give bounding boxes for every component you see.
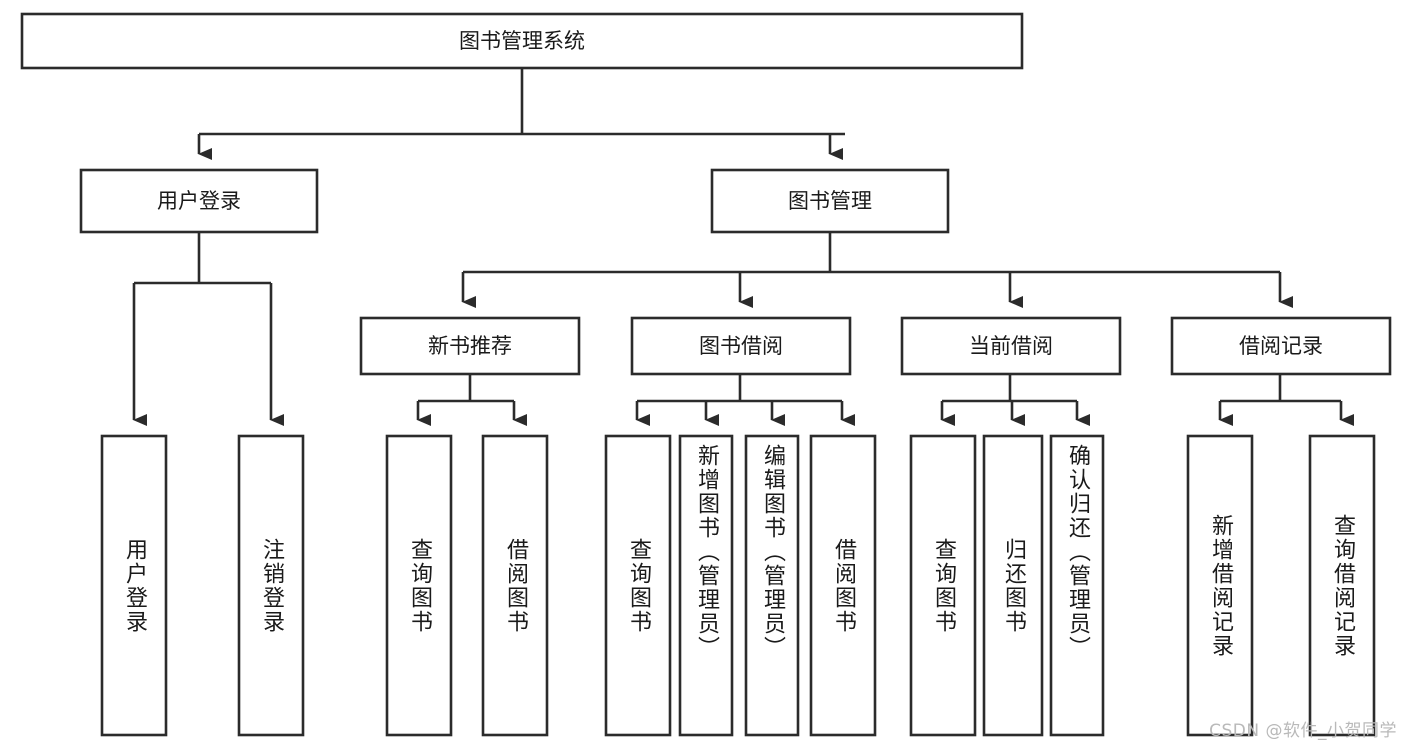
node-new-book-recommend[interactable]: 新书推荐 [359, 316, 581, 376]
node-book-borrow[interactable]: 图书借阅 [630, 316, 852, 376]
leaf-box-query-book-1[interactable] [385, 434, 453, 737]
leaf-box-add-book[interactable] [678, 434, 734, 737]
connector-userlogin-to-leaves [132, 232, 284, 426]
leaf-box-borrow-book-2[interactable] [809, 434, 877, 737]
node-borrow-record-label: 借阅记录 [1239, 334, 1323, 358]
leaf-box-query-record[interactable] [1308, 434, 1376, 737]
node-new-book-recommend-label: 新书推荐 [428, 334, 512, 358]
node-book-borrow-box[interactable] [630, 316, 852, 376]
leaf-box-add-record[interactable] [1186, 434, 1254, 737]
connector-bookmanage-to-level3 [461, 232, 1293, 308]
connector-root-to-level2 [197, 68, 845, 160]
node-root-box[interactable] [20, 12, 1024, 70]
node-book-borrow-label: 图书借阅 [699, 334, 783, 358]
leaf-box-confirm-return[interactable] [1049, 434, 1105, 737]
node-root-label: 图书管理系统 [459, 29, 585, 53]
connector-newbook-to-leaves [416, 374, 527, 426]
leaf-box-return-book[interactable] [982, 434, 1044, 737]
leaf-box-logout[interactable] [237, 434, 305, 737]
node-root[interactable]: 图书管理系统 [20, 12, 1024, 70]
connector-currentborrow-to-leaves [940, 374, 1090, 426]
leaf-box-query-book-3[interactable] [909, 434, 977, 737]
leaf-box-query-book-2[interactable] [604, 434, 672, 737]
node-user-login[interactable]: 用户登录 [79, 168, 319, 234]
csdn-watermark: CSDN @软件_小贺同学 [1209, 721, 1397, 741]
node-book-manage-label: 图书管理 [788, 189, 872, 213]
leaf-box-edit-book[interactable] [744, 434, 800, 737]
leaf-boxes [100, 434, 1376, 737]
node-current-borrow-label: 当前借阅 [969, 334, 1053, 358]
leaf-box-borrow-book-1[interactable] [481, 434, 549, 737]
node-user-login-box[interactable] [79, 168, 319, 234]
connector-bookborrow-to-leaves [635, 374, 855, 426]
node-user-login-label: 用户登录 [157, 189, 241, 213]
node-borrow-record[interactable]: 借阅记录 [1170, 316, 1392, 376]
connector-borrowrecord-to-leaves [1218, 374, 1354, 426]
leaf-box-user-login[interactable] [100, 434, 168, 737]
node-new-book-recommend-box[interactable] [359, 316, 581, 376]
node-book-manage-box[interactable] [710, 168, 950, 234]
node-borrow-record-box[interactable] [1170, 316, 1392, 376]
node-current-borrow[interactable]: 当前借阅 [900, 316, 1122, 376]
node-book-manage[interactable]: 图书管理 [710, 168, 950, 234]
node-current-borrow-box[interactable] [900, 316, 1122, 376]
